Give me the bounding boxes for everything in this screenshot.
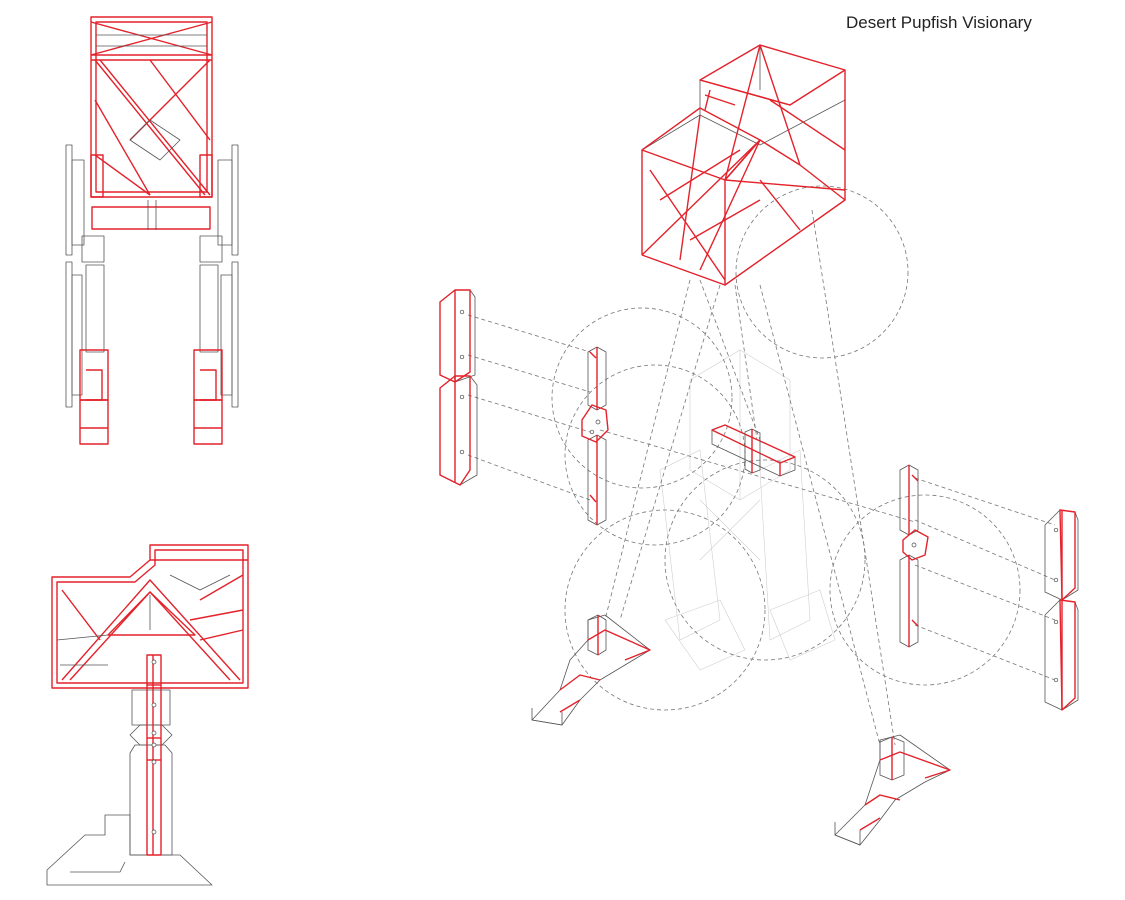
top-view-head-frame [90, 16, 213, 198]
top-view-legs [79, 235, 223, 445]
left-foot [531, 614, 651, 726]
top-view-crossbar [91, 200, 211, 230]
right-outer-plates [1044, 509, 1079, 711]
right-inner-bracket [899, 464, 929, 648]
side-view-foot [46, 814, 213, 886]
central-crossbar [711, 424, 796, 477]
exploded-isometric-view [439, 44, 1079, 846]
left-inner-bracket [581, 346, 609, 526]
top-view-head-inner [96, 34, 207, 161]
side-view-leg [129, 654, 173, 856]
projection-lines [467, 209, 1056, 746]
head-module [641, 44, 846, 286]
top-view-rails [65, 144, 239, 408]
construction-circles [551, 185, 1021, 711]
side-view [46, 544, 249, 886]
right-foot [834, 734, 951, 846]
side-view-head-inner [56, 574, 231, 666]
left-outer-plates [439, 289, 478, 486]
sheet-title: Desert Pupfish Visionary [846, 13, 1032, 32]
top-view [65, 16, 239, 445]
side-view-head [51, 544, 249, 689]
ghost-assembly [659, 349, 836, 671]
